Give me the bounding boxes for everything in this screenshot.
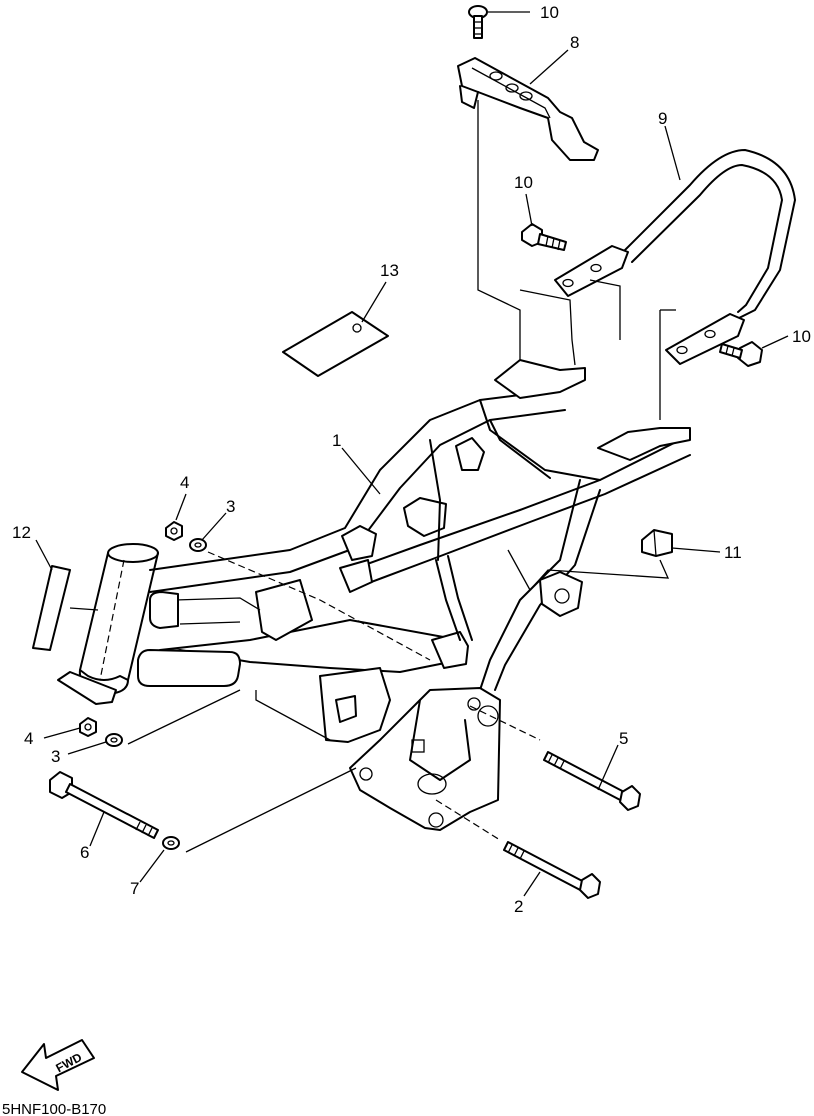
callout-3-upper: 3 xyxy=(226,497,235,516)
callout-2: 2 xyxy=(514,897,523,916)
part-8-bracket xyxy=(457,57,599,161)
part-3-washer-upper xyxy=(189,538,207,552)
part-1-frame xyxy=(57,359,691,831)
part-10-bolt-right xyxy=(719,341,763,367)
assembly-lines xyxy=(127,100,676,853)
callout-11: 11 xyxy=(724,543,742,562)
callout-8: 8 xyxy=(570,33,579,52)
callout-5: 5 xyxy=(619,729,628,748)
part-13-label xyxy=(282,311,389,377)
diagram-code: 5HNF100-B170 xyxy=(2,1101,106,1116)
part-10-bolt-middle xyxy=(521,223,567,251)
callout-10-right: 10 xyxy=(792,327,811,346)
part-11-clip xyxy=(641,529,673,557)
callout-9: 9 xyxy=(658,109,667,128)
part-7-washer xyxy=(162,836,180,850)
callout-10-middle: 10 xyxy=(514,173,533,192)
fwd-arrow-icon: FWD xyxy=(21,1039,95,1091)
part-4-nut-upper xyxy=(165,521,183,541)
part-3-washer-lower xyxy=(105,733,123,747)
callout-3-lower: 3 xyxy=(51,747,60,766)
callout-6: 6 xyxy=(80,843,89,862)
callout-1: 1 xyxy=(332,431,341,450)
callout-leaders xyxy=(35,11,789,897)
part-6-bolt xyxy=(49,771,159,839)
callout-12: 12 xyxy=(12,523,31,542)
callout-10-top: 10 xyxy=(540,3,559,22)
callout-4-lower: 4 xyxy=(24,729,33,748)
part-4-nut-lower xyxy=(79,717,97,737)
part-2-bolt xyxy=(503,841,601,899)
callout-7: 7 xyxy=(130,879,139,898)
part-12-label xyxy=(32,565,71,651)
part-9-grab-bar xyxy=(554,149,796,365)
callout-numbers: 10 8 9 10 13 10 1 4 3 12 11 5 4 3 6 7 2 xyxy=(12,3,811,916)
part-10-bolt-top xyxy=(468,5,488,39)
callout-13: 13 xyxy=(380,261,399,280)
part-5-bolt xyxy=(543,751,641,811)
callout-4-upper: 4 xyxy=(180,473,189,492)
